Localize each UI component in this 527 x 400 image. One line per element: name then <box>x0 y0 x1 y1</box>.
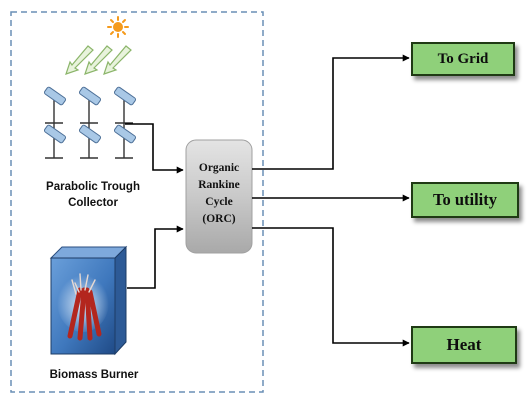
collector-label-line1: Parabolic Trough <box>46 181 140 193</box>
heat-label: Heat <box>446 335 482 354</box>
orc-label-line2: Rankine <box>198 179 240 191</box>
orc-label-line1: Organic <box>198 162 240 174</box>
biomass-label: Biomass Burner <box>49 369 139 381</box>
to-grid-box: To Grid <box>411 42 515 76</box>
system-boundary <box>10 11 264 393</box>
heat-box: Heat <box>411 326 517 364</box>
orc-label-line4: (ORC) <box>202 213 236 225</box>
orc-label-line3: Cycle <box>205 196 233 208</box>
to-utility-box: To utility <box>411 182 519 218</box>
sun-icon <box>107 16 129 38</box>
collector-label-line2: Collector <box>68 197 118 209</box>
collector-to-orc-arrow <box>125 123 184 174</box>
to-utility-label: To utility <box>432 190 498 209</box>
biomass-burner-icon <box>49 245 128 356</box>
to-grid-label: To Grid <box>437 50 489 67</box>
trough-mirror-icon <box>43 86 137 144</box>
orc-to-grid-arrow <box>252 54 410 170</box>
trough-collector-array <box>43 86 137 159</box>
sunlight-arrows-icon <box>65 45 132 75</box>
burner-to-orc-arrow <box>127 225 184 289</box>
flame-icon <box>67 287 102 341</box>
orc-to-heat-arrow <box>252 227 410 347</box>
orc-box <box>185 139 253 254</box>
